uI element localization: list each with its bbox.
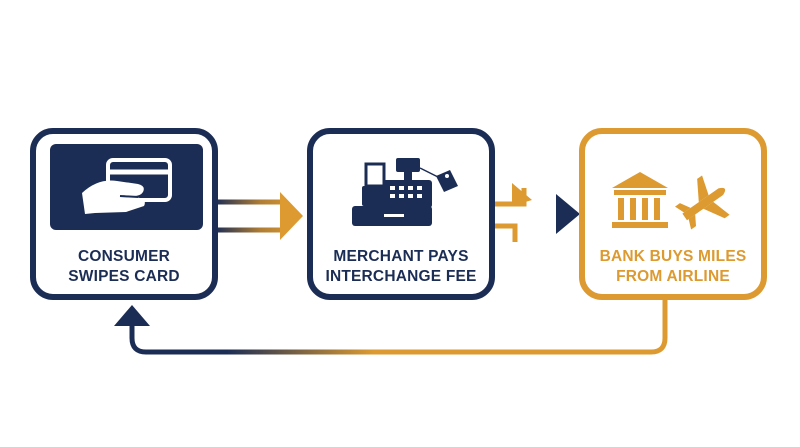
arrowhead-2-to-3 (556, 194, 580, 234)
arrowhead-small (512, 183, 532, 206)
step-consumer-label: CONSUMER SWIPES CARD (33, 247, 215, 287)
arrowhead-return (114, 305, 150, 326)
step-bank-line1: BANK BUYS MILES (599, 248, 747, 265)
connector-1-to-2 (217, 192, 303, 240)
step-merchant-line2: INTERCHANGE FEE (325, 268, 477, 285)
return-loop (114, 300, 668, 355)
arrowhead-1-to-2 (280, 192, 303, 240)
step-bank-label: BANK BUYS MILES FROM AIRLINE (582, 247, 764, 287)
step-consumer-box (30, 128, 218, 300)
bank-building-icon (612, 172, 668, 228)
step-consumer-line2: SWIPES CARD (68, 268, 180, 285)
airplane-icon (675, 175, 730, 230)
cash-register-icon (352, 158, 458, 226)
step-merchant-line1: MERCHANT PAYS (333, 248, 469, 265)
step-merchant-box (307, 128, 495, 300)
step-bank-line2: FROM AIRLINE (616, 268, 730, 285)
step-consumer-line1: CONSUMER (77, 248, 171, 265)
step-bank-box (579, 128, 767, 300)
hand-card-icon (82, 158, 172, 214)
connector-2-to-3 (492, 183, 580, 242)
step-merchant-label: MERCHANT PAYS INTERCHANGE FEE (310, 247, 492, 287)
